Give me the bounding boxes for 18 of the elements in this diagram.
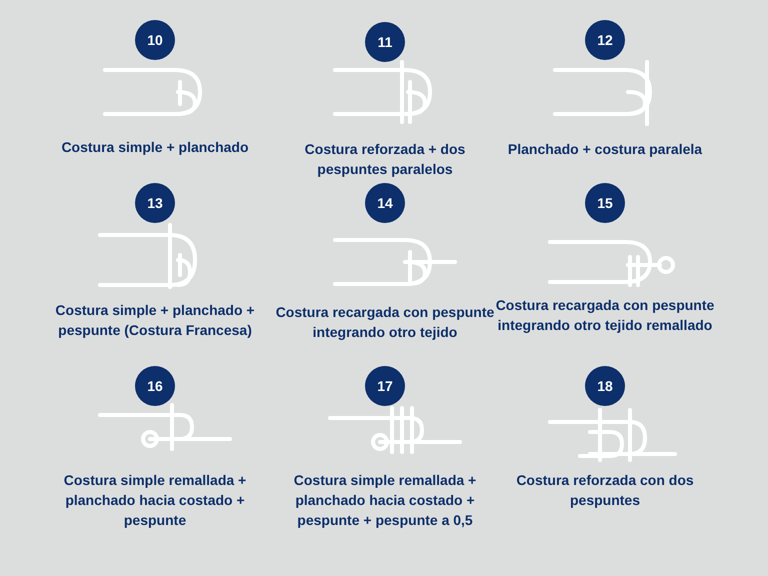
seam-caption: Costura reforzada + dos pespuntes paralelos [304,140,466,179]
number-badge: 10 [135,20,175,60]
seam-caption: Planchado + costura paralela [506,140,704,159]
seam-caption: Costura reforzada con dos pespuntes [515,471,695,510]
number-badge: 14 [365,183,405,223]
seam-caption: Costura simple + planchado + pespunte (Costura Francesa) [54,301,256,340]
number-badge: 18 [585,366,625,406]
number-badge: 13 [135,183,175,223]
number-badge: 16 [135,366,175,406]
number-badge: 12 [585,20,625,60]
seam-caption: Costura recargada con pespunte integrando otro tejido [274,303,496,342]
seam-caption: Costura simple remallada + planchado hacia costado + pespunte [62,471,248,530]
number-badge: 11 [365,22,405,62]
seam-caption: Costura simple + planchado [60,138,250,157]
seam-caption: Costura recargada con pespunte integrando otro tejido remallado [494,296,716,335]
seam-caption: Costura simple remallada + planchado hacia costado + pespunte + pespunte a 0,5 [292,471,478,530]
number-badge: 17 [365,366,405,406]
number-badge: 15 [585,183,625,223]
